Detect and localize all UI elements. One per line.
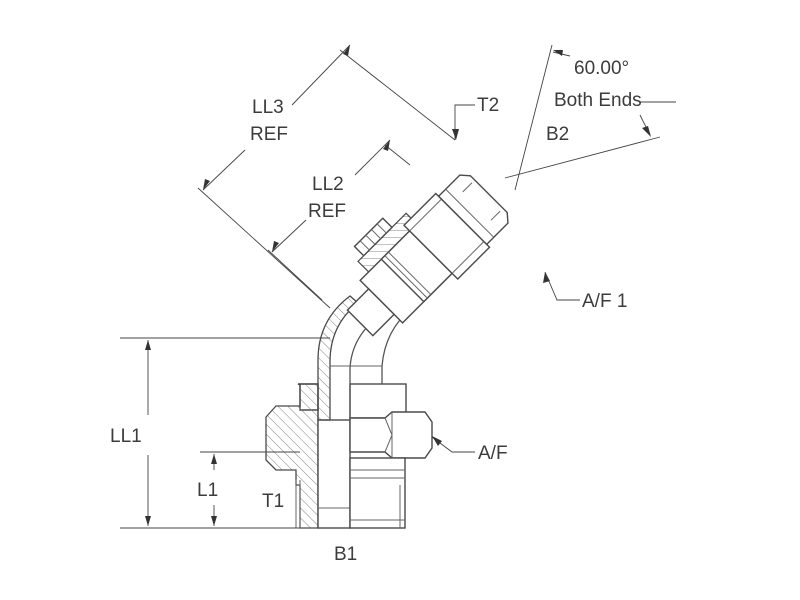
- upper-swivel-nut: [346, 174, 509, 337]
- lower-stud: [349, 457, 406, 529]
- label-af: A/F: [478, 443, 508, 464]
- label-ll3: LL3: [252, 97, 284, 118]
- label-t1: T1: [262, 491, 284, 512]
- label-angle-note: Both Ends: [554, 90, 642, 111]
- dimension-lines: [120, 44, 676, 529]
- label-b1: B1: [334, 544, 357, 565]
- label-angle: 60.00°: [574, 58, 629, 79]
- labels: LL3 REF LL2 REF T2 60.00° Both Ends B2 A…: [110, 58, 642, 565]
- label-l1: L1: [197, 480, 218, 501]
- lower-bore: [317, 419, 351, 529]
- lower-body: [265, 383, 433, 529]
- label-b2: B2: [546, 124, 569, 145]
- label-ll3-ref: REF: [250, 124, 288, 145]
- label-af1: A/F 1: [582, 291, 627, 312]
- label-ll2-ref: REF: [308, 201, 346, 222]
- label-ll1: LL1: [110, 426, 142, 447]
- label-t2: T2: [477, 95, 499, 116]
- af-hex-nut: [349, 411, 433, 459]
- label-ll2: LL2: [312, 174, 344, 195]
